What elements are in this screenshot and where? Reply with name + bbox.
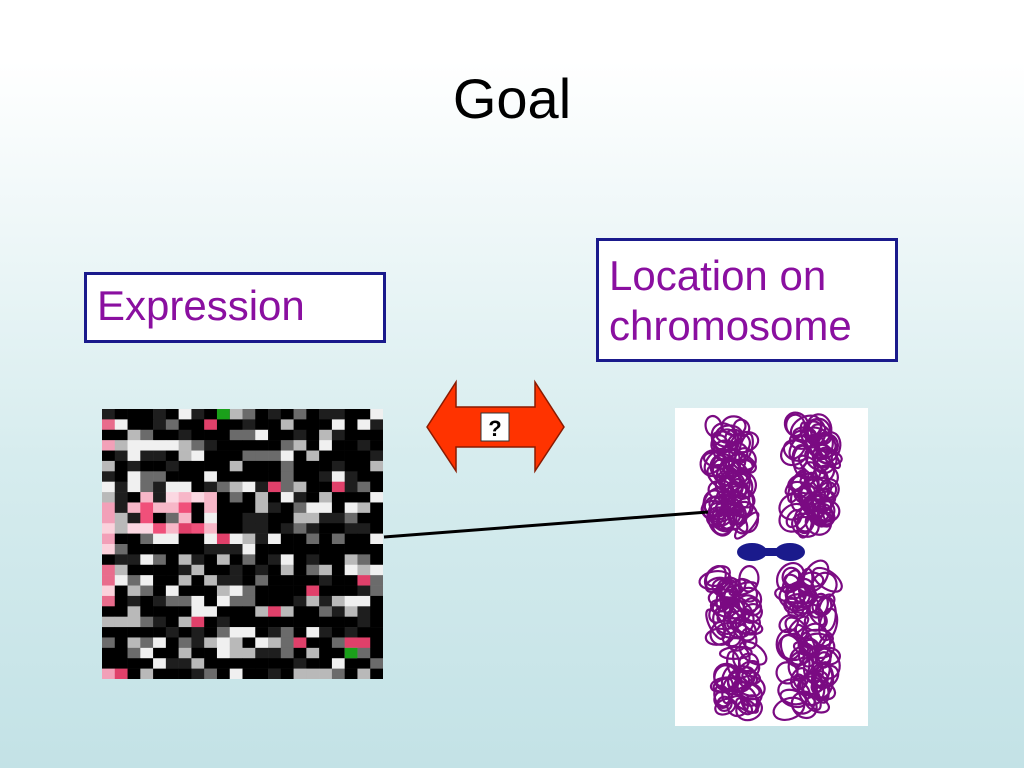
connector-line (383, 510, 709, 539)
location-label-box: Location on chromosome (596, 238, 898, 362)
double-arrow-icon: ? (426, 379, 565, 474)
location-label-line2: chromosome (609, 302, 852, 349)
chromosome-arms (698, 411, 843, 722)
expression-label-box: Expression (84, 272, 386, 343)
centromere (737, 543, 805, 561)
arrow-question-mark: ? (488, 416, 501, 441)
slide-title: Goal (452, 67, 572, 130)
heatmap-image (102, 409, 383, 679)
expression-label: Expression (97, 282, 305, 329)
chromosome-image (675, 408, 868, 726)
location-label-line1: Location on (609, 252, 827, 299)
